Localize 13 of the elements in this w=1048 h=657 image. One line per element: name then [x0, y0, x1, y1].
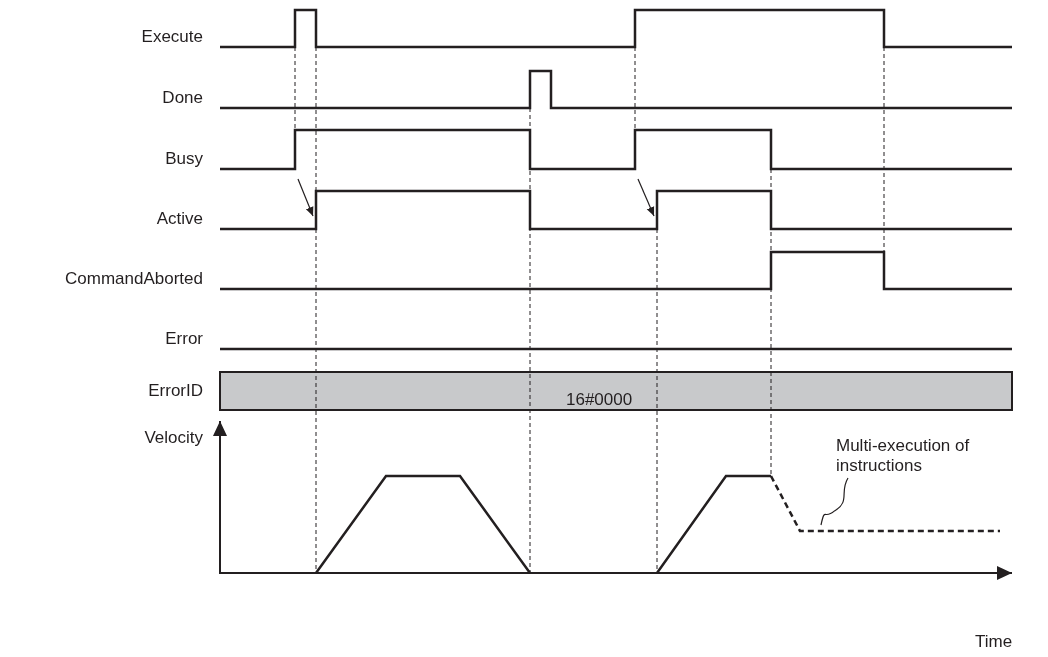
value-text: 16#0000 — [566, 390, 633, 410]
signal-label: Execute — [141, 27, 203, 47]
signal-label: Done — [162, 88, 203, 108]
leader-line — [820, 477, 849, 526]
signal-label: Error — [165, 329, 203, 349]
signal-label: ErrorID — [148, 381, 203, 401]
axis-label: Time — [975, 632, 1013, 652]
axis-label: Velocity — [144, 428, 203, 448]
signal-label: Active — [156, 209, 203, 229]
dashed-velocity-profile — [769, 475, 1000, 533]
signal-label: Busy — [165, 149, 203, 169]
signal-label: CommandAborted — [65, 269, 203, 289]
annotation-text: Multi-execution of instructions — [836, 436, 1016, 476]
